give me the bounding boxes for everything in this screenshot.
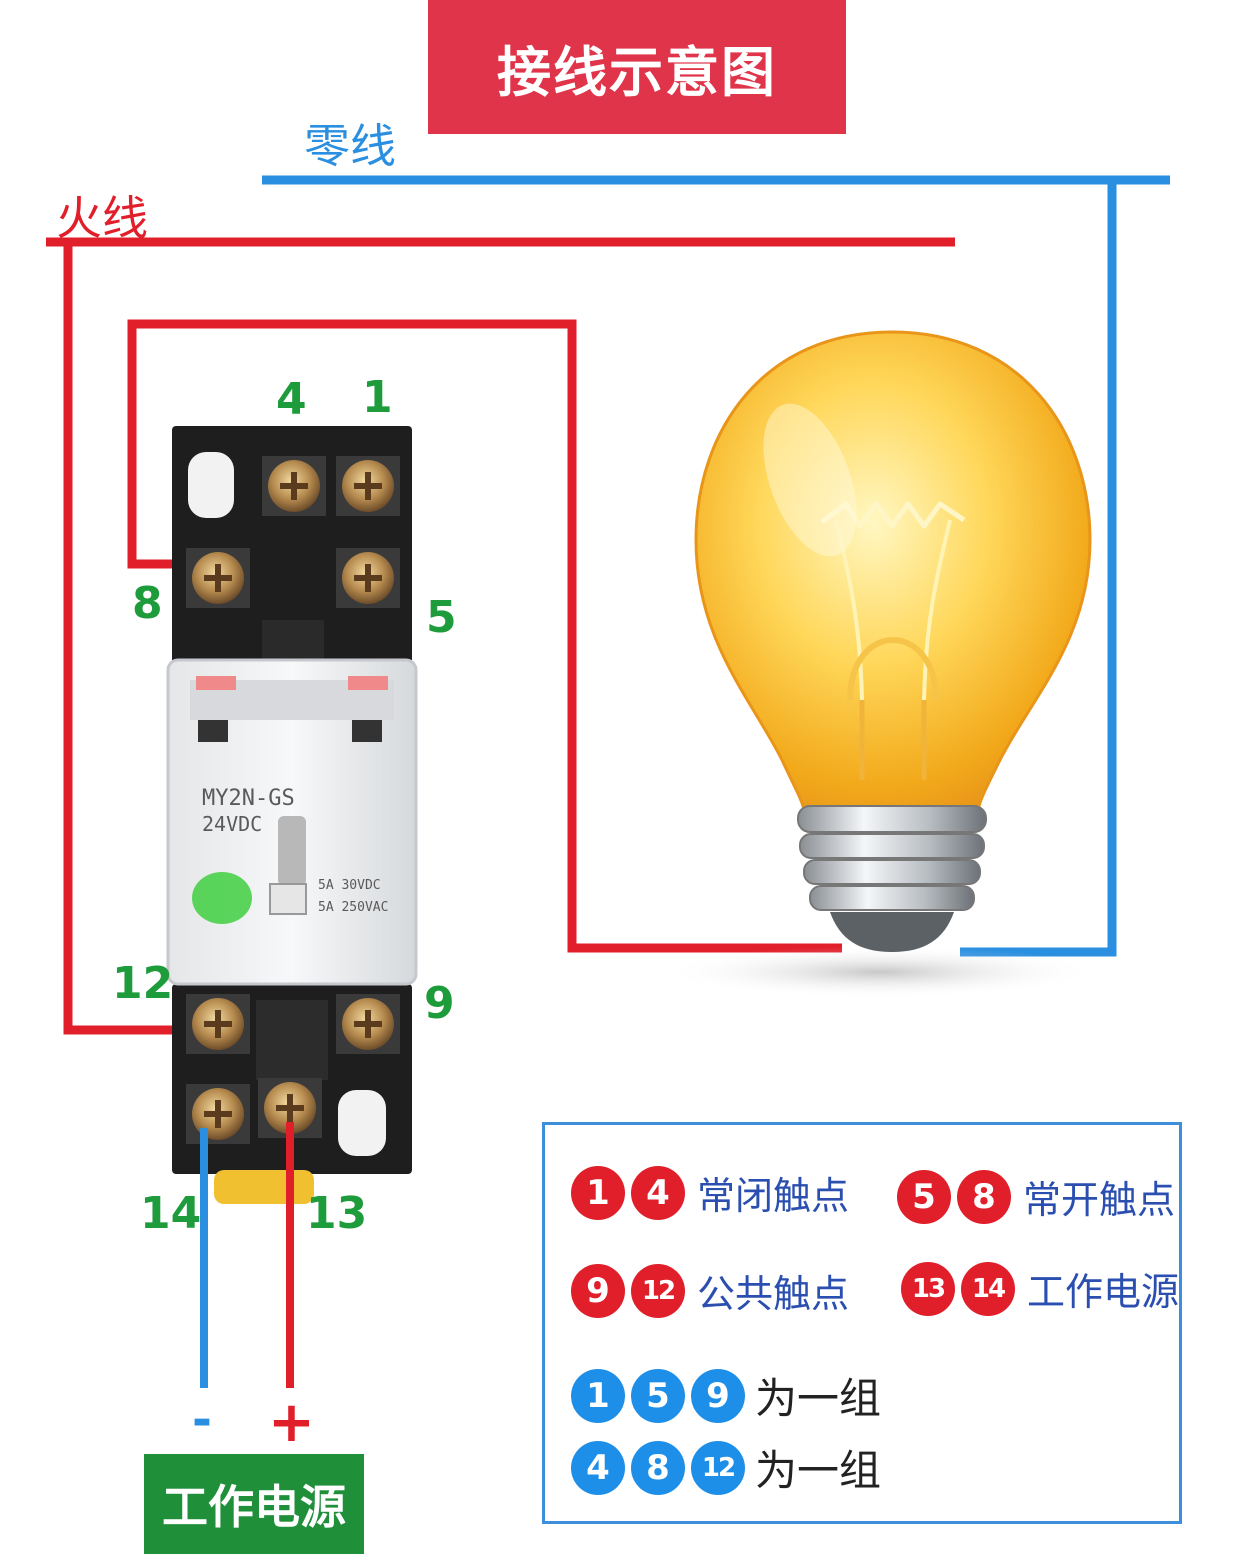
relay-model: MY2N-GS [202, 786, 295, 811]
legend-num: 5 [631, 1368, 685, 1423]
pin-label-4: 4 [276, 374, 307, 425]
legend-num: 1 [571, 1165, 625, 1220]
relay-cover [166, 658, 418, 986]
terminal-screw-4 [262, 456, 326, 516]
legend-common-contacts: 9 12 公共触点 [571, 1263, 849, 1318]
legend-text: 常开触点 [1023, 1178, 1176, 1222]
power-minus-label: - [192, 1392, 212, 1448]
terminal-screw-9 [336, 994, 400, 1054]
legend-num: 13 [901, 1261, 955, 1316]
legend-num: 4 [571, 1440, 625, 1495]
legend-num: 9 [691, 1368, 745, 1423]
pin-label-14: 14 [140, 1188, 202, 1239]
legend-num: 1 [571, 1368, 625, 1423]
light-bulb [694, 330, 1092, 812]
pin-label-12: 12 [112, 958, 174, 1009]
live-wire-to-pin12 [63, 242, 196, 1035]
relay-rating-dc: 5A 30VDC [318, 878, 381, 893]
pin-label-1: 1 [362, 372, 393, 423]
legend-num: 8 [957, 1169, 1011, 1224]
relay-rating-ac: 5A 250VAC [318, 900, 389, 915]
terminal-screw-8 [186, 548, 250, 608]
legend-num: 4 [631, 1165, 685, 1220]
legend-num: 8 [631, 1440, 685, 1495]
legend-text: 公共触点 [697, 1272, 850, 1316]
legend-nc-contacts: 1 4 常闭触点 [571, 1165, 849, 1220]
legend-no-contacts: 5 8 常开触点 [897, 1169, 1175, 1224]
switched-wire-to-bulb [127, 319, 842, 953]
terminal-screw-1 [336, 456, 400, 516]
legend-text: 工作电源 [1027, 1270, 1180, 1314]
terminal-screw-12 [186, 994, 250, 1054]
legend-power-terminals: 13 14 工作电源 [901, 1261, 1179, 1316]
legend-num: 5 [897, 1169, 951, 1224]
legend-text: 为一组 [755, 1446, 882, 1495]
bulb-shadow [660, 946, 1100, 998]
relay-voltage: 24VDC [202, 812, 263, 836]
legend-num: 9 [571, 1263, 625, 1318]
legend-num: 12 [631, 1263, 685, 1318]
pin-label-5: 5 [426, 592, 457, 643]
legend-box: 1 4 常闭触点 5 8 常开触点 9 12 公共触点 13 14 工作电源 1… [542, 1122, 1182, 1524]
pin-label-13: 13 [306, 1188, 368, 1239]
power-plus-label: + [268, 1390, 315, 1455]
live-wire-label: 火线 [56, 191, 148, 245]
power-supply-label: 工作电源 [144, 1454, 364, 1554]
terminal-screw-14 [186, 1084, 250, 1144]
legend-num: 12 [691, 1440, 745, 1495]
bulb-base [797, 805, 987, 952]
terminal-screw-5 [336, 548, 400, 608]
legend-group-2: 4 8 12 为一组 [571, 1437, 881, 1498]
legend-text: 为一组 [755, 1374, 882, 1423]
pin-label-8: 8 [132, 578, 163, 629]
neutral-wire-label: 零线 [304, 119, 396, 173]
legend-text: 常闭触点 [697, 1174, 850, 1218]
title-banner: 接线示意图 [428, 0, 846, 134]
legend-group-1: 1 5 9 为一组 [571, 1365, 881, 1426]
pin-label-9: 9 [424, 978, 455, 1029]
legend-num: 14 [961, 1261, 1015, 1316]
led-indicator [192, 872, 252, 924]
